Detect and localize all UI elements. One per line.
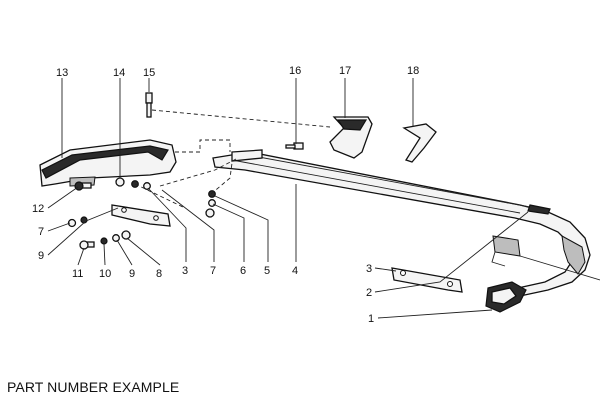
- callout-7-left: 7: [38, 226, 44, 238]
- callout-2: 2: [366, 287, 372, 299]
- callout-6: 6: [240, 265, 246, 277]
- callout-3-right: 3: [366, 263, 372, 275]
- callout-numbers: 13 14 15 16 17 18 12 7 9 11 10 9 8 3 7 6…: [32, 65, 419, 325]
- callout-7-bottom: 7: [210, 265, 216, 277]
- trim-piece-18-part: [402, 123, 437, 163]
- assembly-lines: [134, 109, 331, 209]
- callout-11: 11: [72, 268, 83, 280]
- callout-9-bottom: 9: [129, 268, 135, 280]
- callout-4: 4: [292, 265, 298, 277]
- callout-10: 10: [99, 268, 111, 280]
- callout-9-left: 9: [38, 250, 44, 262]
- right-bracket-part: [391, 235, 521, 293]
- callout-5: 5: [264, 265, 270, 277]
- callout-12: 12: [32, 203, 44, 215]
- callout-13: 13: [56, 67, 68, 79]
- callout-15: 15: [143, 67, 155, 79]
- bumper-exploded-diagram: 13 14 15 16 17 18 12 7 9 11 10 9 8 3 7 6…: [32, 65, 600, 325]
- callout-8: 8: [156, 268, 162, 280]
- callout-17: 17: [339, 65, 351, 77]
- callout-14: 14: [113, 67, 125, 79]
- callout-3-left: 3: [182, 265, 188, 277]
- leader-lines: [47, 78, 600, 319]
- bumper-end-cap-part: [485, 281, 527, 313]
- caption: PART NUMBER EXAMPLE: [7, 379, 180, 395]
- fasteners-part: [67, 92, 304, 250]
- callout-1: 1: [368, 313, 374, 325]
- callout-16: 16: [289, 65, 301, 77]
- trim-piece-17-part: [329, 116, 373, 159]
- overrider-part: [39, 139, 177, 187]
- left-bracket-part: [111, 204, 171, 227]
- callout-18: 18: [407, 65, 419, 77]
